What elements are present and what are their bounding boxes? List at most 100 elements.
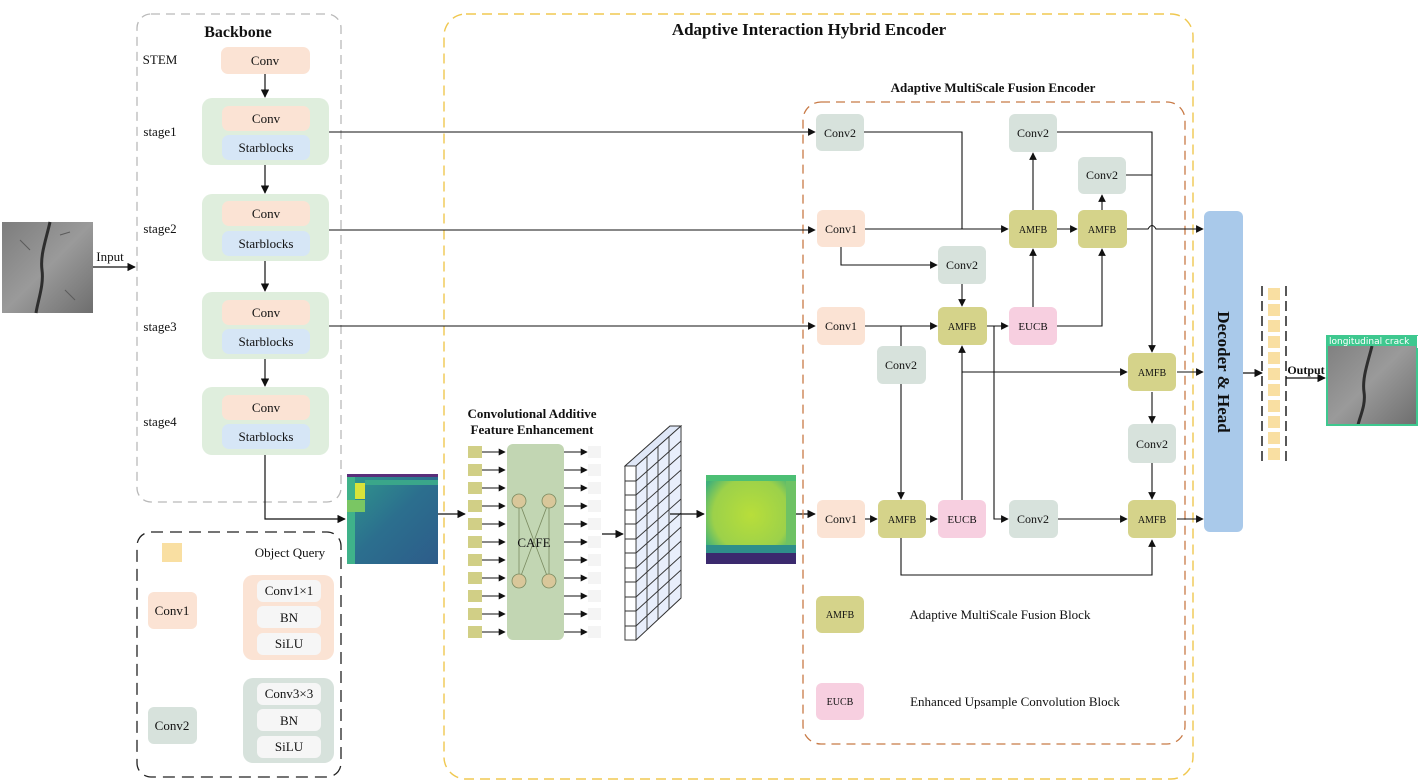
amfe-amfb-2 [1078, 210, 1127, 248]
amfe-region [802, 101, 1186, 745]
amfe-conv2-middle [938, 246, 986, 284]
legend-eucb-key [816, 683, 864, 720]
stage4-starblocks-label: Starblocks [239, 429, 294, 444]
amfe-conv2-middle-label: Conv2 [946, 258, 978, 272]
amfe-amfb-4-label: AMFB [1138, 368, 1167, 379]
cafe-output-tokens [564, 446, 601, 638]
legend-conv2-name: Conv2 [155, 718, 190, 733]
amfe-conv1-stage4-label: Conv1 [825, 512, 857, 526]
stage2-conv-label: Conv [252, 206, 281, 221]
stage4-conv-label: Conv [252, 400, 281, 415]
amfe-amfb-3 [938, 307, 987, 345]
legend-amfb-key-label: AMFB [826, 610, 855, 621]
stage3-starblocks-label: Starblocks [239, 334, 294, 349]
amfe-amfb-4 [1128, 353, 1176, 391]
legend-conv2-key [148, 707, 197, 744]
legend-eucb-key-label: EUCB [827, 697, 854, 708]
amfe-amfb-3-label: AMFB [948, 322, 977, 333]
legend-conv1-layer-bn: BN [280, 610, 299, 625]
stem-conv-block [221, 47, 310, 74]
stage4-feature-heatmap [347, 474, 438, 564]
amfe-conv1-stage4 [817, 500, 865, 538]
cafe-network-icon [511, 493, 557, 589]
backbone-region [136, 13, 342, 503]
decoder-head-label: Decoder & Head [1214, 311, 1233, 433]
feature-tensor-icon [623, 424, 683, 642]
amfe-amfb-6 [1128, 500, 1176, 538]
aihe-region [443, 13, 1194, 780]
stage1-starblocks-label: Starblocks [239, 140, 294, 155]
amfe-conv2-left [877, 346, 926, 384]
stage4-conv [222, 395, 310, 420]
stage3-starblocks [222, 329, 310, 354]
amfe-conv2-stage1-label: Conv2 [824, 126, 856, 140]
legend-conv1-key [148, 592, 197, 629]
stage3-conv-label: Conv [252, 305, 281, 320]
enhanced-feature-heatmap [706, 475, 796, 564]
amfe-title: Adaptive MultiScale Fusion Encoder [891, 80, 1096, 95]
amfe-amfb-6-label: AMFB [1138, 515, 1167, 526]
amfe-conv1-stage2-label: Conv1 [825, 222, 857, 236]
amfe-conv2-bottom [1009, 500, 1058, 538]
amfe-conv2-stage1 [816, 114, 864, 151]
cafe-label: CAFE [517, 535, 550, 550]
cafe-title-line1: Convolutional Additive [468, 406, 597, 421]
amfe-conv2-top-label: Conv2 [1017, 126, 1049, 140]
backbone-title: Backbone [204, 24, 272, 41]
stage3-conv [222, 300, 310, 325]
stage4-starblocks [222, 424, 310, 449]
legend-conv1-name: Conv1 [155, 603, 190, 618]
cafe-title-line2: Feature Enhancement [471, 422, 595, 437]
cafe-block [507, 444, 564, 640]
legend-conv2-layer-silu: SiLU [275, 739, 304, 754]
decoder-head-block [1204, 211, 1243, 532]
aihe-title: Adaptive Interaction Hybrid Encoder [672, 20, 947, 39]
output-detection-image [1326, 335, 1418, 426]
amfe-amfb-2-label: AMFB [1088, 225, 1117, 236]
stage1-conv-label: Conv [252, 111, 281, 126]
amfe-conv1-stage2 [817, 210, 865, 247]
legend-conv1-layer-silu: SiLU [275, 636, 304, 651]
stage2-conv [222, 201, 310, 226]
detection-label: longitudinal crack [1329, 337, 1410, 347]
legend-amfb-text: Adaptive MultiScale Fusion Block [910, 607, 1091, 622]
amfe-conv1-stage3-label: Conv1 [825, 319, 857, 333]
input-crack-image [2, 221, 93, 314]
amfe-conv2-right [1128, 424, 1176, 463]
stage1-label: stage1 [143, 124, 176, 139]
stem-label: STEM [143, 52, 178, 67]
amfe-eucb-bottom [938, 500, 986, 538]
object-query-label: Object Query [255, 545, 326, 560]
amfe-eucb-bottom-label: EUCB [947, 514, 976, 526]
amfe-conv1-stage3 [817, 307, 865, 345]
amfe-conv2-small-label: Conv2 [1086, 168, 1118, 182]
legend-eucb-text: Enhanced Upsample Convolution Block [910, 694, 1120, 709]
amfe-conv2-small [1078, 157, 1126, 194]
query-tokens [1268, 288, 1280, 460]
legend-amfb-key [816, 596, 864, 633]
stage1-starblocks [222, 135, 310, 160]
amfe-conv2-top [1009, 114, 1057, 152]
legend-conv2-layer-conv: Conv3×3 [265, 686, 314, 701]
stage2-starblocks [222, 231, 310, 256]
amfe-conv2-right-label: Conv2 [1136, 437, 1168, 451]
cafe-input-tokens [468, 446, 506, 638]
stage3-label: stage3 [143, 319, 176, 334]
input-label: Input [96, 249, 124, 264]
legend-conv1-layer-conv: Conv1×1 [265, 583, 314, 598]
amfe-conv2-bottom-label: Conv2 [1017, 512, 1049, 526]
amfe-amfb-1 [1009, 210, 1057, 248]
amfe-conv2-left-label: Conv2 [885, 358, 917, 372]
output-label: Output [1287, 363, 1324, 377]
stem-conv-label: Conv [251, 53, 280, 68]
stage2-starblocks-label: Starblocks [239, 236, 294, 251]
legend-conv2-layer-bn: BN [280, 713, 299, 728]
stage1-conv [222, 106, 310, 131]
stage2-label: stage2 [143, 221, 176, 236]
amfe-amfb-5 [878, 500, 926, 538]
amfe-amfb-5-label: AMFB [888, 515, 917, 526]
amfe-eucb-top-label: EUCB [1018, 321, 1047, 333]
legend-region [136, 531, 342, 778]
amfe-eucb-top [1009, 307, 1057, 345]
